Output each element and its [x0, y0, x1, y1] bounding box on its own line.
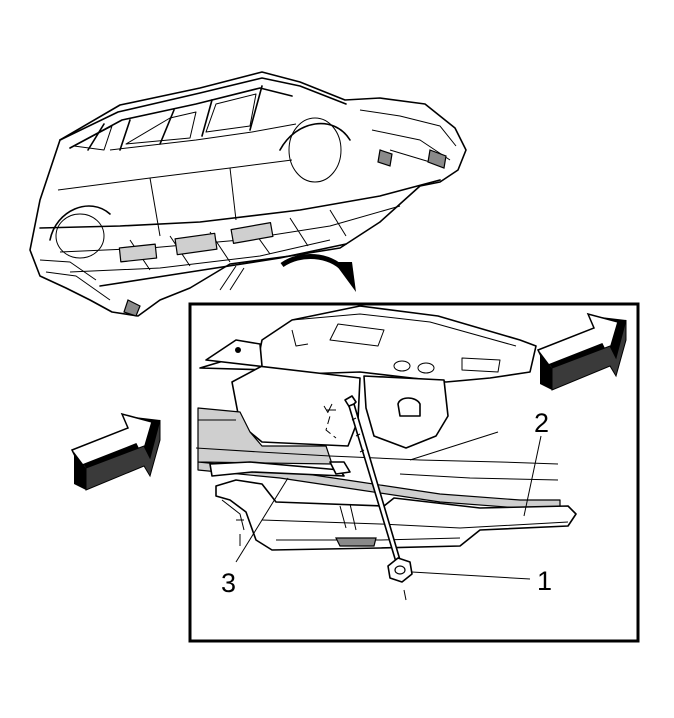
view-direction-arrow [70, 312, 627, 491]
detail-view-arrow [280, 253, 356, 292]
vehicle-underbody-illustration [29, 71, 467, 317]
callout-3-label: 3 [221, 568, 236, 598]
running-board-bracket [195, 305, 577, 551]
callout-1-label: 1 [537, 566, 552, 596]
callout-3: 3 [221, 477, 289, 598]
callout-2: 2 [523, 408, 549, 517]
mounting-nut [387, 557, 413, 601]
callout-2-label: 2 [534, 408, 549, 438]
callout-1: 1 [411, 566, 552, 596]
